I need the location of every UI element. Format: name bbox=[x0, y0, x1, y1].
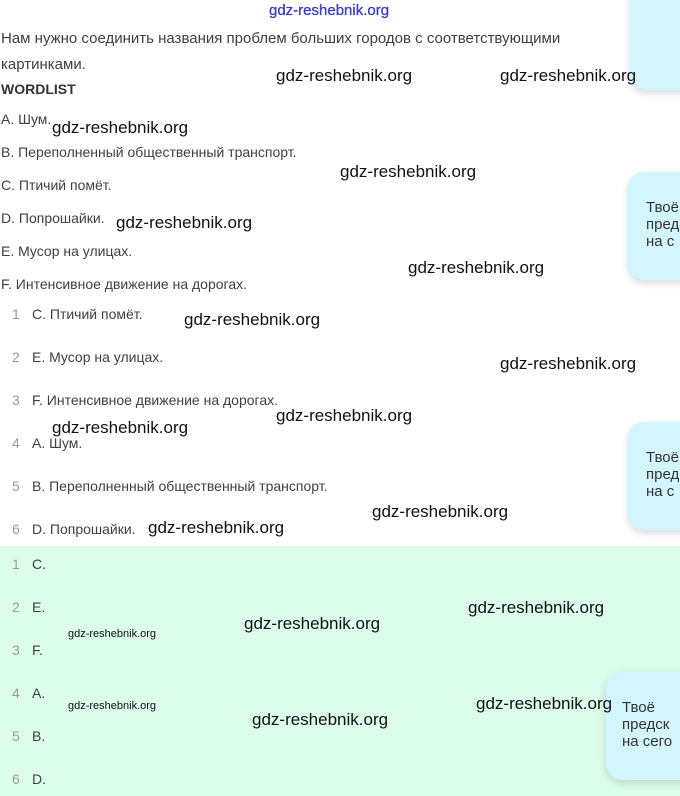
list-number: 4 bbox=[12, 435, 20, 451]
list-item: E. Мусор на улицах. bbox=[32, 349, 164, 365]
watermark: gdz-reshebnik.org bbox=[68, 628, 157, 640]
intro-text-line2: картинками. bbox=[1, 56, 86, 73]
watermark: gdz-reshebnik.org bbox=[52, 118, 189, 137]
intro-text-line1: Нам нужно соединить названия проблем бол… bbox=[1, 30, 561, 47]
prediction-card[interactable]: Твоё пред на с bbox=[628, 172, 680, 280]
watermark: gdz-reshebnik.org bbox=[500, 66, 637, 85]
list-number: 2 bbox=[12, 599, 20, 615]
watermark: gdz-reshebnik.org bbox=[468, 598, 605, 617]
list-number: 1 bbox=[12, 556, 20, 572]
watermark: gdz-reshebnik.org bbox=[372, 502, 509, 521]
answer-block bbox=[0, 546, 680, 796]
list-number: 6 bbox=[12, 771, 20, 787]
wordlist-item: C. Птичий помёт. bbox=[1, 177, 112, 193]
wordlist-item: B. Переполненный общественный транспорт. bbox=[1, 144, 297, 160]
watermark: gdz-reshebnik.org bbox=[408, 258, 545, 277]
list-item: B. Переполненный общественный транспорт. bbox=[32, 478, 328, 494]
watermark: gdz-reshebnik.org bbox=[500, 354, 637, 373]
wordlist-item: D. Попрошайки. bbox=[1, 210, 105, 226]
watermark: gdz-reshebnik.org bbox=[476, 694, 613, 713]
list-item: B. bbox=[32, 728, 46, 744]
list-number: 5 bbox=[12, 478, 20, 494]
watermark-top: gdz-reshebnik.org bbox=[269, 2, 390, 19]
watermark: gdz-reshebnik.org bbox=[276, 406, 413, 425]
card-text: Твоё bbox=[622, 699, 655, 716]
card-text: Твоё bbox=[646, 449, 679, 466]
card-text: на с bbox=[646, 483, 675, 500]
list-item: C. Птичий помёт. bbox=[32, 306, 143, 322]
wordlist-item: A. Шум. bbox=[1, 111, 52, 127]
watermark: gdz-reshebnik.org bbox=[252, 710, 389, 729]
list-item: D. bbox=[32, 771, 46, 787]
card-text: предск bbox=[622, 716, 670, 733]
prediction-card-partial[interactable] bbox=[630, 0, 680, 90]
list-number: 1 bbox=[12, 306, 20, 322]
watermark: gdz-reshebnik.org bbox=[340, 162, 477, 181]
list-item: A. bbox=[32, 685, 46, 701]
list-number: 5 bbox=[12, 728, 20, 744]
watermark: gdz-reshebnik.org bbox=[68, 700, 157, 712]
list-number: 4 bbox=[12, 685, 20, 701]
card-text: на с bbox=[646, 233, 675, 250]
list-item: E. bbox=[32, 599, 46, 615]
card-text: пред bbox=[646, 216, 680, 233]
watermark: gdz-reshebnik.org bbox=[184, 310, 321, 329]
watermark: gdz-reshebnik.org bbox=[116, 213, 253, 232]
list-item: D. Попрошайки. bbox=[32, 521, 136, 537]
list-number: 3 bbox=[12, 642, 20, 658]
wordlist-item: E. Мусор на улицах. bbox=[1, 243, 133, 259]
watermark: gdz-reshebnik.org bbox=[244, 614, 381, 633]
prediction-card[interactable]: Твоё пред на с bbox=[628, 422, 680, 530]
list-number: 3 bbox=[12, 392, 20, 408]
wordlist-title: WORDLIST bbox=[1, 81, 76, 97]
list-item: F. Интенсивное движение на дорогах. bbox=[32, 392, 279, 408]
card-text: пред bbox=[646, 466, 680, 483]
list-number: 6 bbox=[12, 521, 20, 537]
list-number: 2 bbox=[12, 349, 20, 365]
watermark: gdz-reshebnik.org bbox=[52, 418, 189, 437]
card-text: Твоё bbox=[646, 199, 679, 216]
list-item: C. bbox=[32, 556, 46, 572]
wordlist-item: F. Интенсивное движение на дорогах. bbox=[1, 276, 248, 292]
watermark: gdz-reshebnik.org bbox=[148, 518, 285, 537]
list-item: F. bbox=[32, 642, 43, 658]
card-text: на сего bbox=[622, 733, 673, 750]
list-item: A. Шум. bbox=[32, 435, 83, 451]
prediction-card[interactable]: Твоё предск на сего bbox=[606, 672, 680, 780]
watermark: gdz-reshebnik.org bbox=[276, 66, 413, 85]
